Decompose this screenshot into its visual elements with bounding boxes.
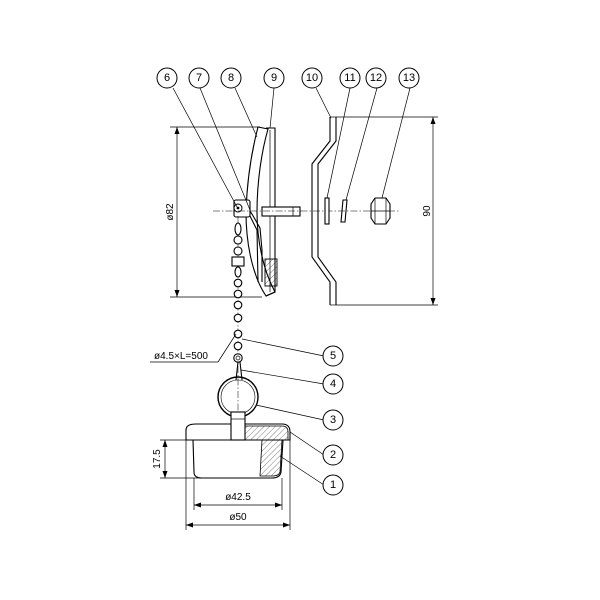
balloon-2: 2	[322, 444, 344, 466]
balloon-4: 4	[322, 373, 344, 395]
dim-label-height-90: 90	[422, 205, 433, 217]
balloon-11: 11	[339, 67, 361, 89]
rubber-plug	[185, 411, 291, 479]
hex-nut	[370, 197, 391, 225]
chain	[231, 216, 245, 470]
balloon-4-label: 4	[330, 378, 336, 390]
plug-stud	[230, 411, 246, 441]
leader-lines	[172, 87, 411, 486]
dim-label-diameter-82: ø82	[165, 203, 176, 221]
balloon-3: 3	[322, 409, 344, 431]
balloon-5: 5	[322, 345, 344, 367]
hatched-section	[264, 258, 278, 287]
balloon-8: 8	[220, 67, 242, 89]
balloon-10-label: 10	[306, 72, 318, 84]
balloon-6-label: 6	[164, 72, 170, 84]
dimension-diameter-42-5: ø42.5	[193, 478, 283, 510]
chain-link-top	[234, 222, 242, 236]
wall-bracket	[311, 116, 337, 306]
dim-label-height-17-5: 17.5	[152, 449, 163, 469]
balloon-8-label: 8	[228, 72, 234, 84]
spring-washer	[340, 199, 348, 223]
balloon-13-label: 13	[403, 72, 415, 84]
dimension-height-17-5: 17.5	[152, 439, 200, 479]
balloon-6: 6	[156, 67, 178, 89]
dim-label-diameter-42-5: ø42.5	[225, 492, 251, 503]
chain-bead	[233, 278, 243, 288]
dimension-diameter-82: ø82	[165, 126, 262, 298]
balloon-13: 13	[398, 67, 420, 89]
balloon-10: 10	[301, 67, 323, 89]
balloon-7-label: 7	[196, 72, 202, 84]
dim-label-chain: ø4.5×L=500	[154, 351, 208, 362]
dimension-height-90: 90	[336, 116, 438, 306]
balloon-9: 9	[263, 67, 285, 89]
washer	[324, 197, 330, 225]
hinge-pin-center	[236, 206, 240, 210]
dimension-diameter-50: ø50	[185, 440, 291, 530]
balloon-1-label: 1	[330, 479, 336, 491]
balloon-12: 12	[365, 67, 387, 89]
balloon-7: 7	[188, 67, 210, 89]
bolt-shank	[261, 206, 301, 217]
dimension-chain: ø4.5×L=500	[150, 333, 237, 363]
balloon-2-label: 2	[330, 449, 336, 461]
chain-clasp	[231, 256, 245, 267]
balloon-12-label: 12	[370, 72, 382, 84]
balloon-11-label: 11	[344, 72, 355, 84]
plug-section-hatch	[237, 425, 289, 477]
balloon-9-label: 9	[271, 72, 277, 84]
balloon-5-label: 5	[330, 350, 336, 362]
dim-label-diameter-50: ø50	[229, 512, 247, 523]
balloon-3-label: 3	[330, 414, 336, 426]
holder-assembly	[213, 126, 400, 297]
balloon-1: 1	[322, 474, 344, 496]
